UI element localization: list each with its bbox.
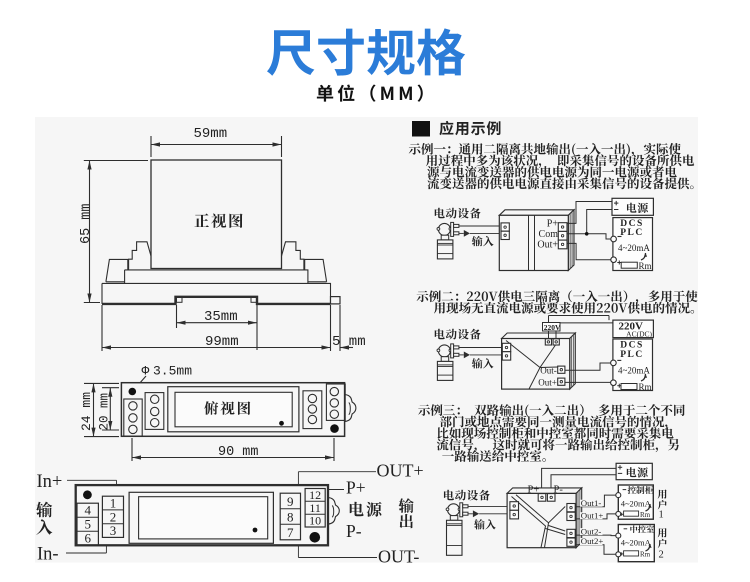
svg-text:AC(DC): AC(DC)	[626, 329, 652, 338]
svg-text:12: 12	[309, 488, 321, 502]
svg-text:2: 2	[110, 509, 117, 524]
svg-text:Out+: Out+	[537, 240, 558, 251]
svg-text:Out+: Out+	[538, 377, 557, 387]
svg-text:P+: P+	[346, 478, 366, 498]
svg-text:65 mm: 65 mm	[79, 203, 94, 244]
svg-text:11: 11	[309, 501, 321, 515]
svg-text:PLC: PLC	[620, 228, 644, 238]
svg-text:4~20mA: 4~20mA	[621, 538, 652, 548]
svg-text:Rm: Rm	[639, 382, 652, 392]
svg-text:59mm: 59mm	[194, 126, 228, 142]
svg-text:220V: 220V	[544, 323, 561, 332]
svg-text:In-: In-	[37, 545, 59, 565]
svg-text:6: 6	[84, 531, 91, 546]
svg-text:Com: Com	[539, 229, 559, 240]
svg-text:4~20mA: 4~20mA	[621, 498, 652, 508]
svg-text:5 mm: 5 mm	[332, 334, 366, 350]
svg-text:Out1+: Out1+	[581, 510, 604, 520]
svg-text:P-: P-	[554, 484, 564, 495]
svg-text:Rm: Rm	[640, 550, 651, 558]
svg-text:OUT-: OUT-	[378, 547, 419, 567]
svg-text:1: 1	[659, 510, 664, 521]
svg-text:Out2-: Out2-	[581, 526, 602, 536]
svg-text:DCS: DCS	[620, 341, 644, 351]
svg-text:10: 10	[309, 514, 321, 528]
svg-text:4~20mA: 4~20mA	[618, 366, 650, 376]
svg-text:20 mm: 20 mm	[98, 393, 112, 431]
svg-text:8: 8	[287, 509, 294, 524]
svg-text:4~20mA: 4~20mA	[618, 243, 650, 253]
svg-text:Out2+: Out2+	[581, 536, 604, 546]
svg-text:In+: In+	[37, 472, 63, 492]
svg-text:P+: P+	[547, 218, 559, 229]
svg-text:3: 3	[110, 523, 117, 538]
svg-text:DCS: DCS	[620, 219, 644, 229]
svg-text:9: 9	[287, 494, 294, 509]
svg-text:Rm: Rm	[640, 511, 651, 519]
svg-text:3.5mm: 3.5mm	[153, 364, 192, 379]
svg-text:P-: P-	[346, 521, 362, 541]
svg-text:99mm: 99mm	[205, 334, 239, 350]
svg-text:4: 4	[84, 503, 91, 518]
svg-text:2: 2	[659, 550, 664, 561]
svg-text:P+: P+	[528, 484, 540, 495]
svg-text:Rm: Rm	[639, 261, 652, 271]
svg-text:24 mm: 24 mm	[79, 392, 94, 431]
svg-text:35mm: 35mm	[204, 309, 238, 325]
svg-text:1: 1	[110, 496, 117, 511]
svg-text:OUT+: OUT+	[377, 461, 424, 481]
svg-text:Φ: Φ	[142, 364, 150, 379]
svg-text:PLC: PLC	[620, 350, 644, 360]
svg-text:90 mm: 90 mm	[218, 445, 259, 460]
svg-text:5: 5	[84, 517, 91, 532]
svg-text:Out-: Out-	[540, 365, 557, 375]
svg-text:220V: 220V	[619, 321, 644, 333]
svg-text:Out1-: Out1-	[581, 498, 602, 508]
svg-text:7: 7	[287, 525, 294, 540]
